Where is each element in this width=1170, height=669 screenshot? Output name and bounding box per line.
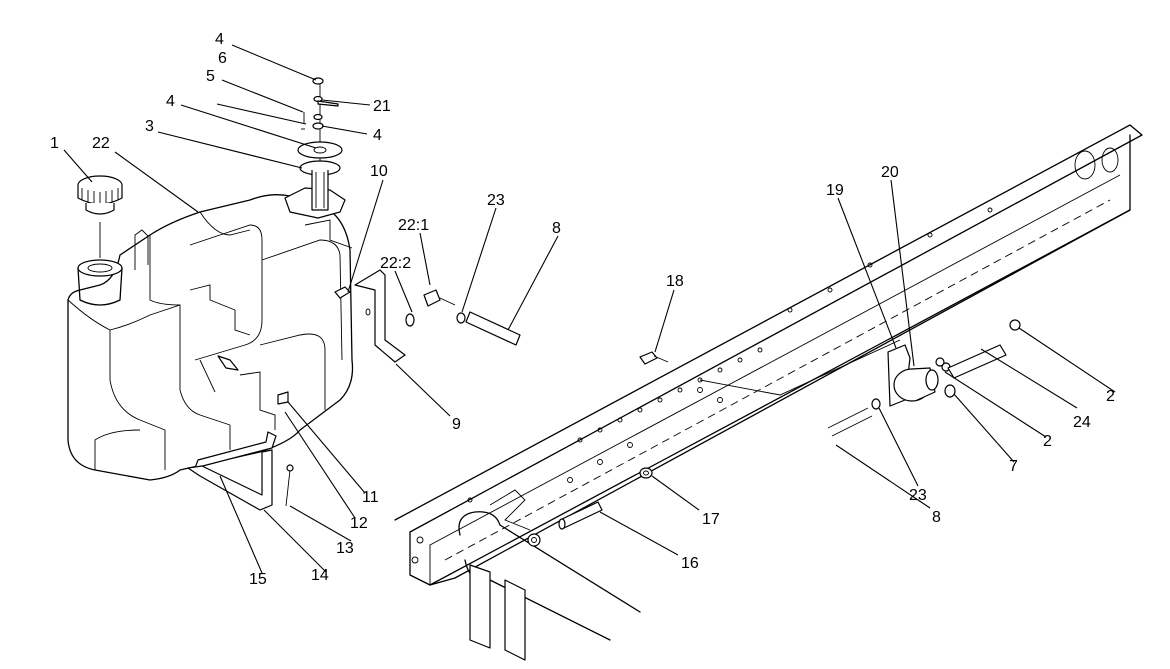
callout-23-top: 23 (487, 192, 505, 209)
callout-18: 18 (666, 273, 684, 290)
callout-9: 9 (452, 416, 461, 433)
callout-2-mid: 2 (1043, 433, 1052, 450)
callout-labels: 1 22 3 4 5 6 4 21 4 10 22:1 22:2 23 8 18… (50, 31, 1115, 588)
callout-4-top: 4 (215, 31, 224, 48)
fuel-tank (67, 187, 354, 481)
leader-lines (63, 44, 1116, 574)
callout-8-top: 8 (552, 220, 561, 237)
bolt-18 (639, 351, 669, 365)
nut-17 (639, 467, 653, 479)
callout-14: 14 (311, 567, 329, 584)
callout-19: 19 (826, 182, 844, 199)
tank-strap-front (187, 355, 294, 511)
nut-lower (527, 533, 541, 547)
callout-3: 3 (145, 118, 154, 135)
fuel-line-8b (827, 384, 956, 437)
callout-4-right: 4 (373, 127, 382, 144)
fuel-cap (77, 175, 123, 258)
frame-holes (411, 207, 993, 564)
callout-2-right: 2 (1106, 388, 1115, 405)
callout-4-mid: 4 (166, 93, 175, 110)
callout-17: 17 (702, 511, 720, 528)
callout-24: 24 (1073, 414, 1091, 431)
callout-11: 11 (362, 489, 379, 506)
callout-1: 1 (50, 135, 59, 152)
cross-tube (458, 489, 641, 661)
callout-16: 16 (681, 555, 699, 572)
callout-21: 21 (373, 98, 391, 115)
callout-12: 12 (350, 515, 368, 532)
callout-20: 20 (881, 164, 899, 181)
callout-22: 22 (92, 135, 110, 152)
fuel-pump (887, 344, 951, 407)
tank-strap-right (334, 269, 406, 363)
callout-8-bottom: 8 (932, 509, 941, 526)
callout-13: 13 (336, 540, 354, 557)
fuel-line-fittings (405, 289, 521, 346)
callout-15: 15 (249, 571, 267, 588)
callout-6: 6 (218, 50, 227, 67)
callout-23-bottom: 23 (909, 487, 927, 504)
callout-5: 5 (206, 68, 215, 85)
callout-22-2: 22:2 (380, 255, 411, 272)
fuel-line-24 (935, 319, 1021, 379)
callout-22-1: 22:1 (398, 217, 429, 234)
callout-7: 7 (1009, 458, 1018, 475)
spacer-16 (558, 501, 603, 530)
callout-10: 10 (370, 163, 388, 180)
frame-rail (394, 124, 1143, 586)
